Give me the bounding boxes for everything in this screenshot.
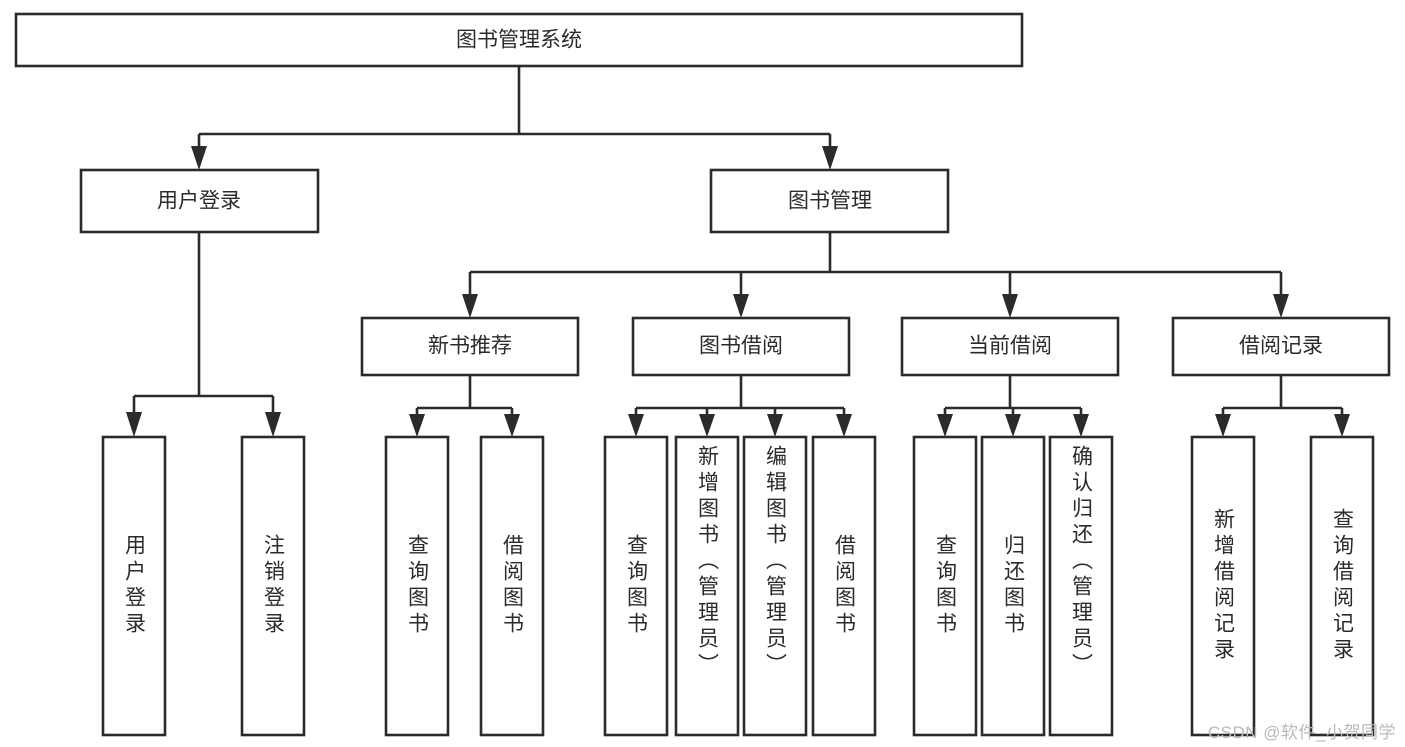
leaf-borrow-book-1-box[interactable] bbox=[479, 435, 545, 737]
node-new-book-recommend-box[interactable] bbox=[360, 316, 580, 377]
node-book-management-box[interactable] bbox=[709, 168, 950, 234]
arrow-to-leaf-logout bbox=[265, 412, 281, 437]
arrow-to-leaf-borrow-book-2 bbox=[836, 414, 852, 437]
node-new-book-recommend[interactable]: 新书推荐 bbox=[360, 316, 580, 377]
arrow-to-user-login bbox=[191, 146, 207, 170]
connector-group-book-borrow bbox=[628, 375, 852, 437]
csdn-watermark: CSDN @软件_小贺同学 bbox=[1207, 723, 1396, 742]
arrow-to-new-book-recommend bbox=[462, 294, 478, 318]
node-user-login-box[interactable] bbox=[79, 168, 320, 234]
node-root-box[interactable] bbox=[14, 12, 1024, 68]
node-new-book-recommend-label: 新书推荐 bbox=[428, 335, 512, 358]
leaf-add-record-box[interactable] bbox=[1190, 435, 1256, 737]
node-book-borrow[interactable]: 图书借阅 bbox=[631, 316, 851, 377]
connector-group-user-login bbox=[126, 232, 281, 437]
node-borrow-record-box[interactable] bbox=[1171, 316, 1391, 377]
leaf-query-record-box[interactable] bbox=[1309, 435, 1375, 737]
node-current-borrow[interactable]: 当前借阅 bbox=[900, 316, 1120, 377]
leaf-query-book-1-box[interactable] bbox=[384, 435, 450, 737]
leaf-user-login-box[interactable] bbox=[101, 435, 167, 737]
arrow-to-leaf-edit-book bbox=[767, 414, 783, 437]
arrow-to-leaf-user-login bbox=[126, 412, 142, 437]
connector-group-current-borrow bbox=[937, 375, 1089, 437]
node-root-label: 图书管理系统 bbox=[456, 29, 582, 52]
arrow-to-leaf-query-record bbox=[1334, 414, 1350, 437]
arrow-to-current-borrow bbox=[1002, 294, 1018, 318]
leaf-borrow-book-2-box[interactable] bbox=[811, 435, 877, 737]
connector-group-borrow-record bbox=[1215, 375, 1350, 437]
arrow-to-leaf-add-book bbox=[699, 414, 715, 437]
arrow-to-book-borrow bbox=[733, 294, 749, 318]
node-root[interactable]: 图书管理系统 bbox=[14, 12, 1024, 68]
node-borrow-record[interactable]: 借阅记录 bbox=[1171, 316, 1391, 377]
arrow-to-leaf-borrow-book-1 bbox=[504, 414, 520, 437]
arrow-to-leaf-query-book-2 bbox=[628, 414, 644, 437]
node-book-borrow-box[interactable] bbox=[631, 316, 851, 377]
node-current-borrow-box[interactable] bbox=[900, 316, 1120, 377]
leaf-edit-book-box[interactable] bbox=[742, 435, 808, 737]
node-user-login[interactable]: 用户登录 bbox=[79, 168, 320, 234]
node-borrow-record-label: 借阅记录 bbox=[1239, 335, 1323, 358]
node-current-borrow-label: 当前借阅 bbox=[968, 335, 1052, 358]
arrow-to-book-management bbox=[822, 146, 838, 170]
leaf-return-book-box[interactable] bbox=[980, 435, 1046, 737]
arrow-to-borrow-record bbox=[1273, 294, 1289, 318]
arrow-to-leaf-add-record bbox=[1215, 414, 1231, 437]
connector-group-book-management bbox=[462, 232, 1289, 318]
node-book-management[interactable]: 图书管理 bbox=[709, 168, 950, 234]
arrow-to-leaf-query-book-1 bbox=[409, 414, 425, 437]
leaf-query-book-3-box[interactable] bbox=[912, 435, 978, 737]
leaf-confirm-return-box[interactable] bbox=[1048, 435, 1114, 737]
arrow-to-leaf-query-book-3 bbox=[937, 414, 953, 437]
arrow-to-leaf-return-book bbox=[1005, 414, 1021, 437]
arrow-to-leaf-confirm-return bbox=[1073, 414, 1089, 437]
leaf-boxes bbox=[101, 435, 1375, 737]
connector-group-root bbox=[191, 66, 838, 170]
connector-group-new-book-recommend bbox=[409, 375, 520, 437]
leaf-query-book-2-box[interactable] bbox=[603, 435, 669, 737]
leaf-add-book-box[interactable] bbox=[674, 435, 740, 737]
node-book-management-label: 图书管理 bbox=[788, 190, 872, 213]
node-user-login-label: 用户登录 bbox=[157, 190, 241, 213]
leaf-logout-box[interactable] bbox=[240, 435, 306, 737]
node-book-borrow-label: 图书借阅 bbox=[699, 335, 783, 358]
